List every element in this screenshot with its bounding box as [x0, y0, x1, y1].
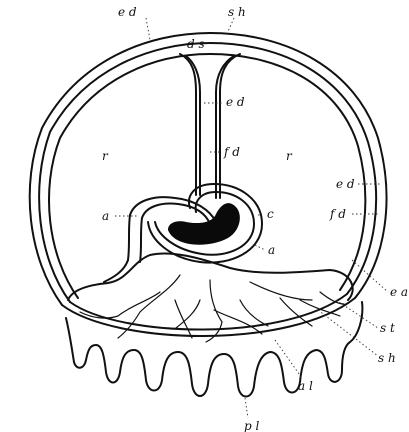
label-ed-top: e d	[118, 5, 137, 19]
amnion-embryo	[104, 184, 262, 282]
label-sh-top: s h	[228, 5, 246, 19]
label-al: a l	[298, 379, 313, 393]
outer-rings	[30, 33, 387, 305]
labels: e d s h d s e d f d r r a c a e d f d e …	[102, 5, 408, 432]
label-c: c	[267, 207, 274, 221]
label-ed-stalk: e d	[226, 95, 245, 109]
label-a-left: a	[102, 209, 109, 223]
label-pl: p l	[244, 419, 259, 432]
label-sh-right: s h	[378, 351, 396, 365]
label-fd-right: f d	[329, 207, 346, 221]
label-ea: e a	[390, 285, 408, 299]
yolk-stalk	[180, 54, 240, 198]
label-ed-right: e d	[336, 177, 355, 191]
label-r-left: r	[102, 149, 109, 163]
label-a-lower: a	[268, 243, 275, 257]
label-r-right: r	[286, 149, 293, 163]
leader-lines	[115, 18, 388, 418]
placental-villi	[66, 302, 362, 397]
label-ds: d s	[187, 37, 205, 51]
label-fd-stalk: f d	[223, 145, 240, 159]
label-st: s t	[380, 321, 395, 335]
